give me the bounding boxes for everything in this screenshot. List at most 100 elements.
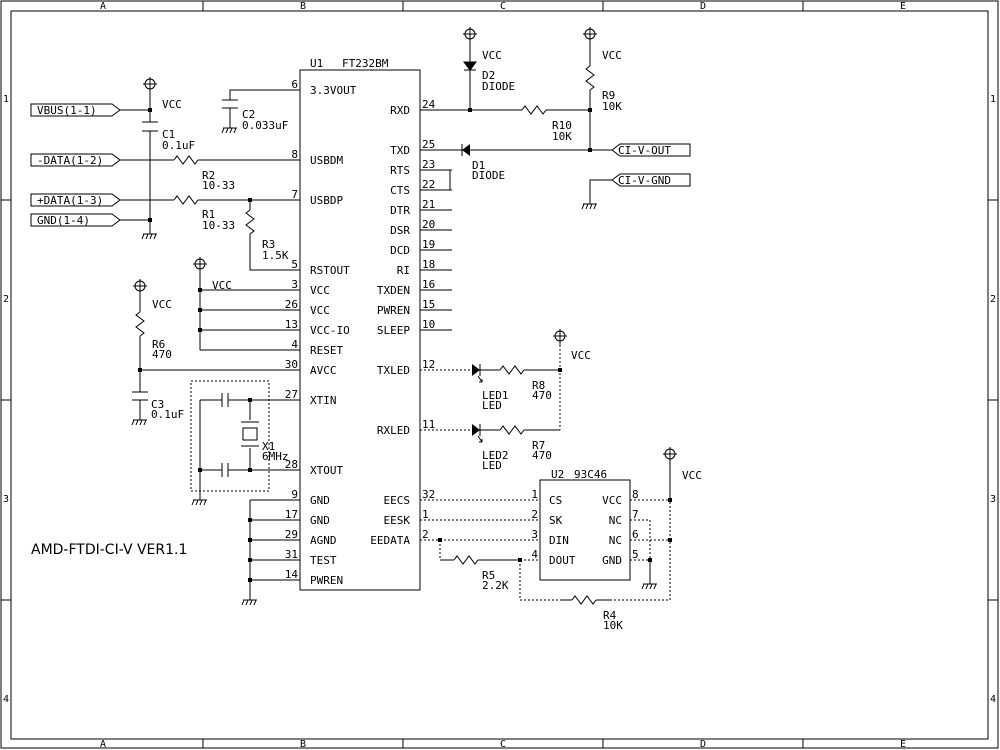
r6-vcc-label: VCC xyxy=(152,298,172,311)
u2-pin-1-number: 1 xyxy=(531,488,538,501)
u1-pin-14-number: 14 xyxy=(285,568,299,581)
junction-dot xyxy=(148,218,152,222)
r1-symbol xyxy=(120,195,300,205)
vbus-vcc-label: VCC xyxy=(162,98,182,111)
u1-pin-27-number: 27 xyxy=(285,388,298,401)
u2-pin-8-name: VCC xyxy=(602,494,622,507)
u1-pin-22-name: CTS xyxy=(390,184,410,197)
u1-pin-25-name: TXD xyxy=(390,144,410,157)
u2-pin-6-name: NC xyxy=(609,534,622,547)
row-label-2-left: 2 xyxy=(3,294,9,305)
u1-pin-13-number: 13 xyxy=(285,318,298,331)
u1-pin-17-number: 17 xyxy=(285,508,298,521)
u1-right-pins: 24RXD25TXD23RTS22CTS21DTR20DSR19DCD18RI1… xyxy=(370,98,452,547)
junction-dot xyxy=(198,468,202,472)
led-indicators: VCC LED1 LED R8 470 LED2 LED R7 470 xyxy=(420,330,591,472)
led1-ref: LED1 xyxy=(482,389,509,402)
u1-pin-25-number: 25 xyxy=(422,138,435,151)
vcc-symbol-cross xyxy=(133,279,147,292)
u1-pin-3-name: VCC xyxy=(310,284,330,297)
junction-dot xyxy=(248,468,252,472)
power-symbols xyxy=(131,27,677,606)
u1-ref: U1 xyxy=(310,57,323,70)
ground-symbol-icon xyxy=(241,599,257,606)
r3-value: 1.5K xyxy=(262,249,289,262)
u1-pin-18-number: 18 xyxy=(422,258,435,271)
u1-pin-12-name: TXLED xyxy=(377,364,410,377)
u2-pin-8-number: 8 xyxy=(632,488,639,501)
c2-value: 0.033uF xyxy=(242,119,288,132)
r8-ref: R8 xyxy=(532,379,545,392)
c1-symbol xyxy=(142,121,158,132)
u1-pin-30-number: 30 xyxy=(285,358,298,371)
junction-dot xyxy=(668,498,672,502)
u1-pin-31-name: TEST xyxy=(310,554,337,567)
junction-dot xyxy=(248,398,252,402)
col-label-d-bottom: D xyxy=(700,739,706,750)
u1-pin-10-name: SLEEP xyxy=(377,324,410,337)
d2-value: DIODE xyxy=(482,80,515,93)
r5-value: 2.2K xyxy=(482,579,509,592)
row-label-4-left: 4 xyxy=(3,694,9,705)
u2-pin-3-name: DIN xyxy=(549,534,569,547)
c3-ref: C3 xyxy=(151,398,164,411)
u1-pin-27-name: XTIN xyxy=(310,394,337,407)
c1-ref: C1 xyxy=(162,128,175,141)
eeprom-wiring: VCC R5 2.2K R4 10K xyxy=(420,460,702,632)
port-gnd xyxy=(30,213,121,227)
c1-value: 0.1uF xyxy=(162,139,195,152)
u1-pin-1-number: 1 xyxy=(422,508,429,521)
led2-symbol xyxy=(472,424,480,436)
u1-pin-18-name: RI xyxy=(397,264,410,277)
u2-pin-3-number: 3 xyxy=(531,528,538,541)
d1-symbol xyxy=(462,144,470,156)
led2-ref: LED2 xyxy=(482,449,509,462)
u1-pin-29-name: AGND xyxy=(310,534,337,547)
u1-pin-19-name: DCD xyxy=(390,244,410,257)
u1-pin-22-number: 22 xyxy=(422,178,435,191)
r9-vcc-label: VCC xyxy=(602,49,622,62)
r4-value: 10K xyxy=(603,619,623,632)
u1-pin-23-number: 23 xyxy=(422,158,435,171)
r5-ref: R5 xyxy=(482,569,495,582)
u2-pin-7-name: NC xyxy=(609,514,622,527)
u1-pin-3-number: 3 xyxy=(291,278,298,291)
port-data-plus xyxy=(30,193,121,207)
port-civ-gnd-label: CI-V-GND xyxy=(618,174,671,187)
r7-ref: R7 xyxy=(532,439,545,452)
u1-pin-30-name: AVCC xyxy=(310,364,337,377)
u1-ground-bus xyxy=(249,499,300,600)
r1-value: 10-33 xyxy=(202,219,235,232)
r9-ref: R9 xyxy=(602,89,615,102)
u1-pin-7-number: 7 xyxy=(291,188,298,201)
u1-pin-32-number: 32 xyxy=(422,488,435,501)
u1-pin-26-number: 26 xyxy=(285,298,298,311)
led2-value: LED xyxy=(482,459,502,472)
x1-ref: X1 xyxy=(262,440,275,453)
civ-interface: VCC D2 DIODE R10 10K VCC R9 10K D1 DIODE… xyxy=(420,40,691,204)
u1-pin-9-name: GND xyxy=(310,494,330,507)
junction-dot xyxy=(248,538,252,542)
u1-pin-26-name: VCC xyxy=(310,304,330,317)
row-label-3-left: 3 xyxy=(3,494,9,505)
d1-value: DIODE xyxy=(472,169,505,182)
u1-pin-20-number: 20 xyxy=(422,218,435,231)
u1-pin-15-name: PWREN xyxy=(377,304,410,317)
vcc-symbol-cross xyxy=(583,27,597,40)
r2-ref: R2 xyxy=(202,169,215,182)
schematic-title: AMD-FTDI-CI-V VER1.1 xyxy=(31,542,187,558)
col-label-d-top: D xyxy=(700,1,706,12)
vcc-rail: VCC xyxy=(199,270,300,351)
vcc-symbol-cross xyxy=(143,77,157,90)
port-civ-out-label: CI-V-OUT xyxy=(618,144,671,157)
junction-dots xyxy=(138,108,672,582)
u2-pin-5-number: 5 xyxy=(632,548,639,561)
junction-dot xyxy=(248,578,252,582)
led1-symbol xyxy=(472,364,480,376)
r1-ref: R1 xyxy=(202,208,215,221)
